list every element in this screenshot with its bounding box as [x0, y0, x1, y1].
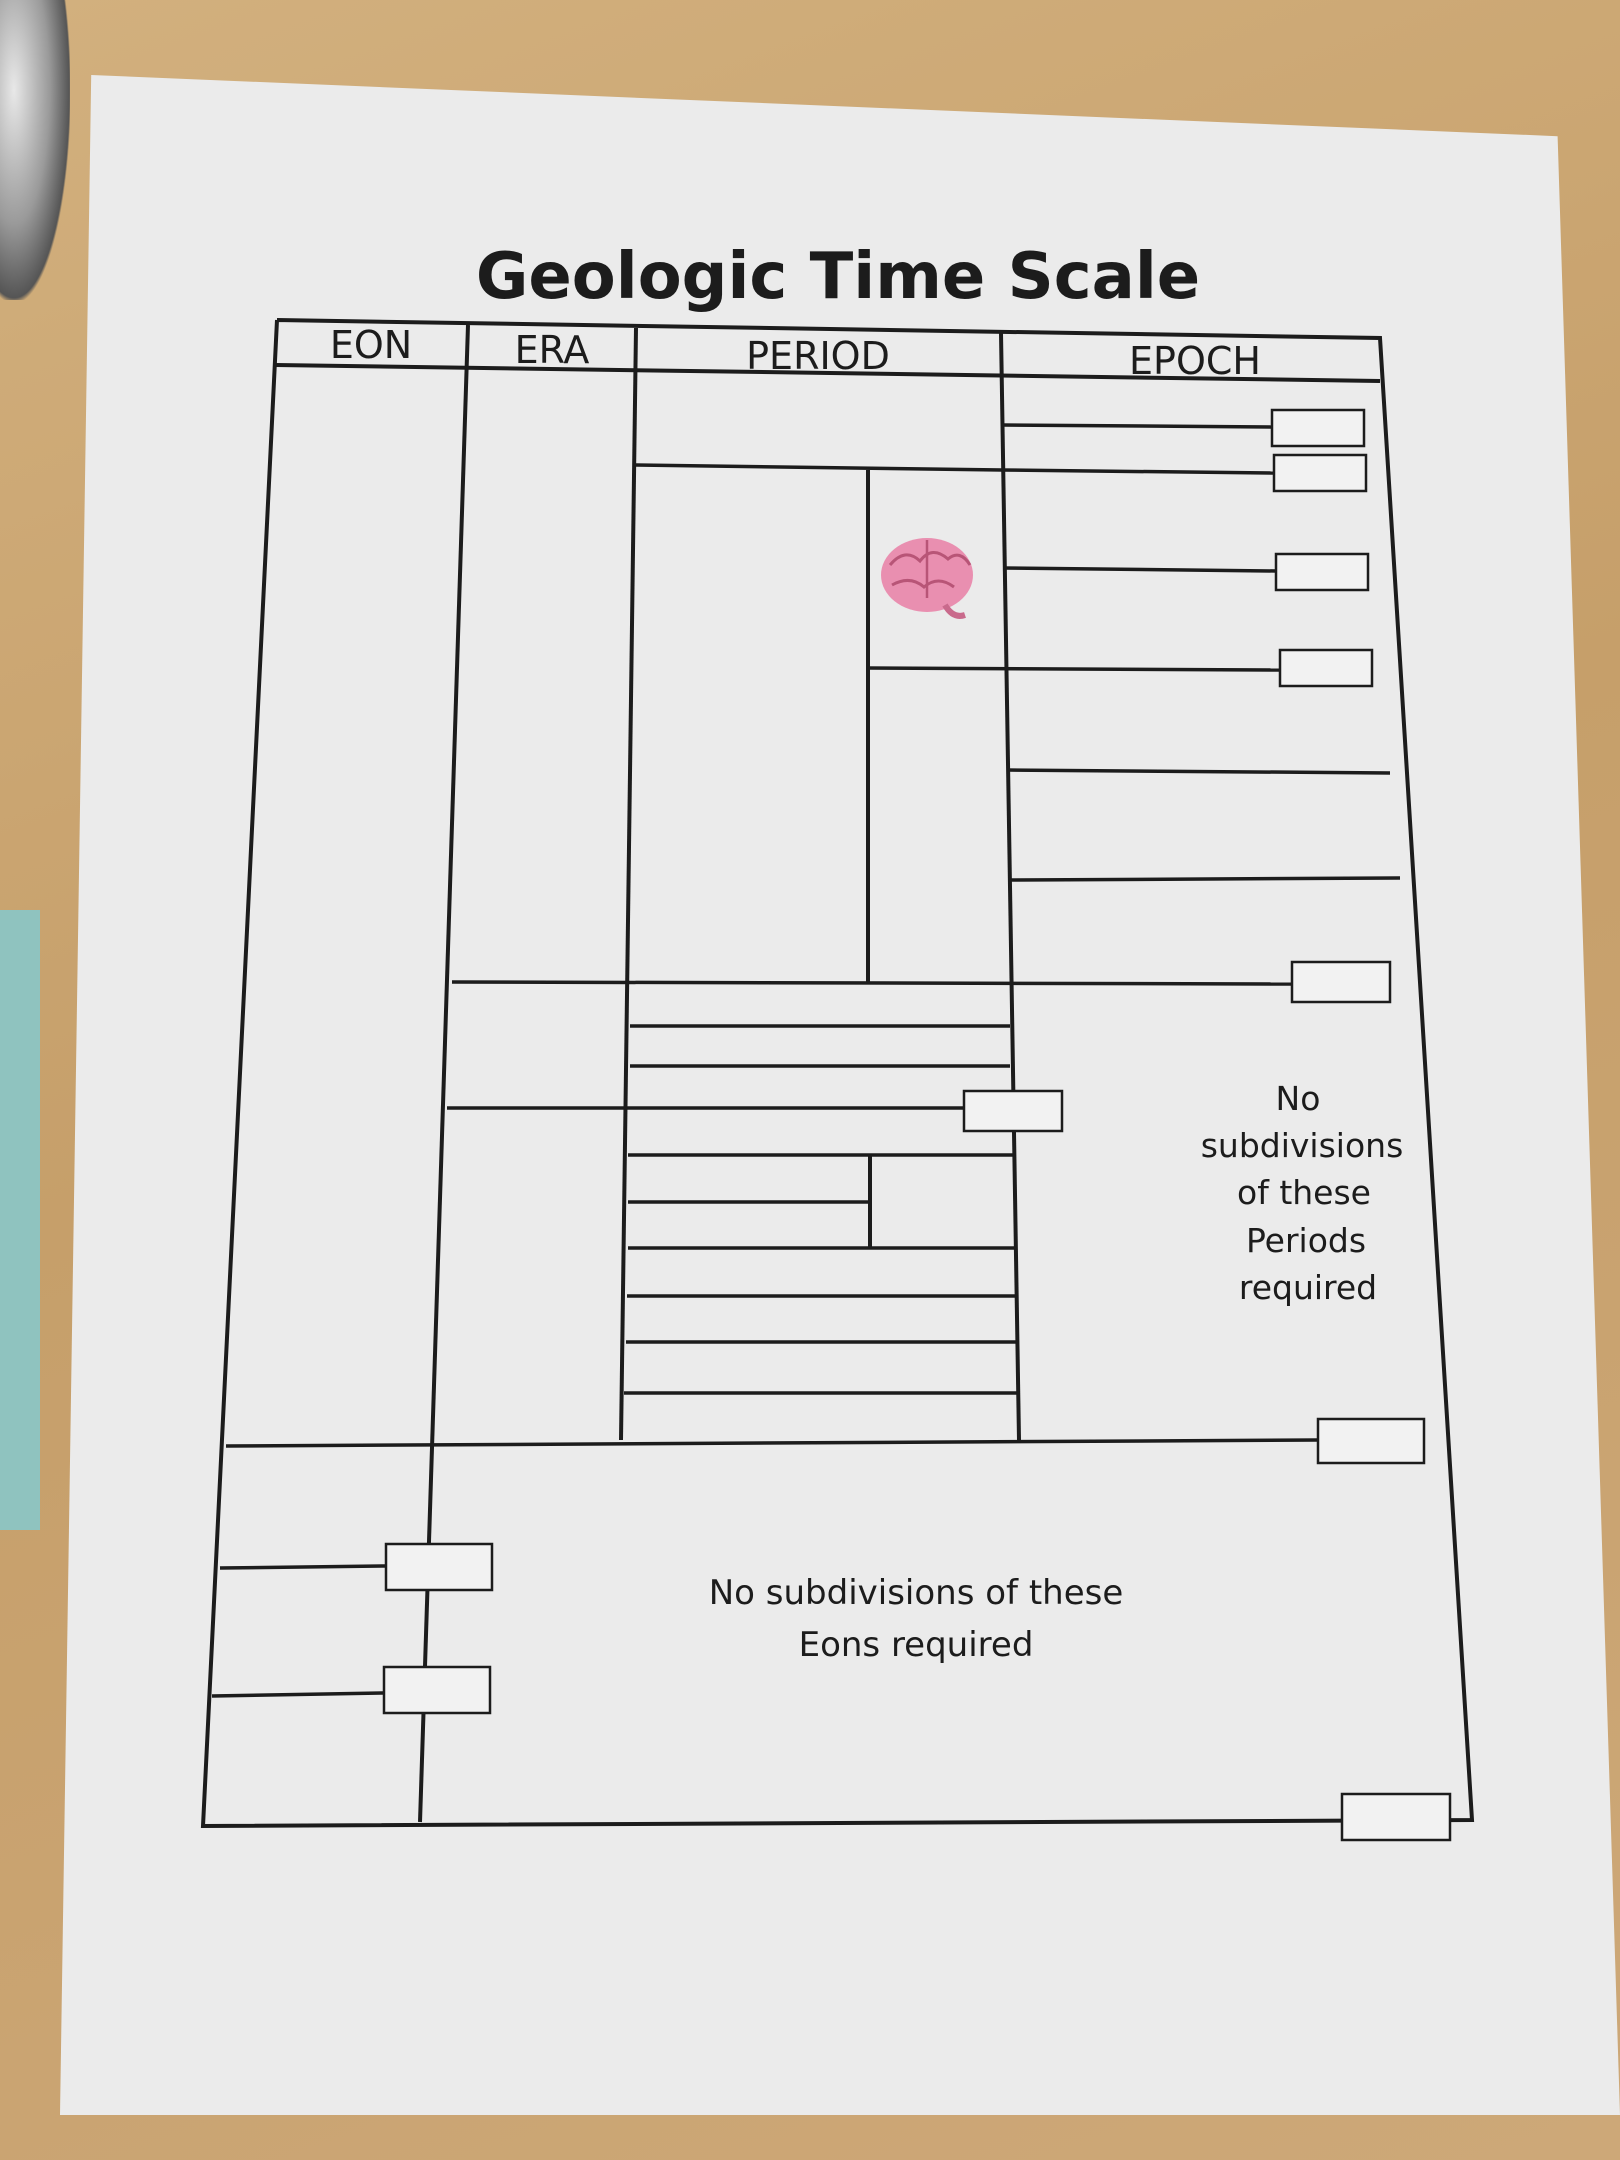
answer-box[interactable]	[1272, 453, 1368, 493]
answer-box[interactable]	[382, 1665, 492, 1715]
note-periods-line-5: required	[1239, 1268, 1377, 1307]
note-periods: No subdivisions of these Periods require…	[1201, 1079, 1404, 1307]
row-lines	[211, 423, 1401, 1698]
table-frame	[200, 318, 1475, 1829]
note-periods-line-4: Periods	[1246, 1221, 1366, 1260]
answer-box[interactable]	[962, 1089, 1064, 1133]
note-periods-line-3: of these	[1237, 1173, 1371, 1212]
page-title: Geologic Time Scale	[476, 240, 1200, 314]
header-epoch: EPOCH	[1129, 339, 1261, 383]
blue-card	[0, 910, 40, 1530]
answer-boxes	[382, 408, 1452, 1842]
answer-box[interactable]	[1340, 1792, 1452, 1842]
answer-box[interactable]	[1316, 1417, 1426, 1465]
plastic-bag	[0, 0, 70, 300]
answer-box[interactable]	[1270, 408, 1366, 448]
answer-box[interactable]	[1274, 552, 1370, 592]
header-era: ERA	[515, 328, 590, 372]
brain-icon	[881, 538, 973, 619]
note-eons-line-1: No subdivisions of these	[709, 1573, 1124, 1613]
header-eon: EON	[330, 323, 412, 367]
answer-box[interactable]	[1278, 648, 1374, 688]
note-periods-line-2: subdivisions	[1201, 1126, 1404, 1165]
note-eons: No subdivisions of these Eons required	[709, 1573, 1124, 1665]
header-period: PERIOD	[746, 334, 890, 378]
note-periods-line-1: No	[1276, 1079, 1321, 1118]
answer-box[interactable]	[384, 1542, 494, 1592]
answer-box[interactable]	[1290, 960, 1392, 1004]
note-eons-line-2: Eons required	[799, 1625, 1034, 1665]
column-headers: EON ERA PERIOD EPOCH	[330, 323, 1261, 383]
